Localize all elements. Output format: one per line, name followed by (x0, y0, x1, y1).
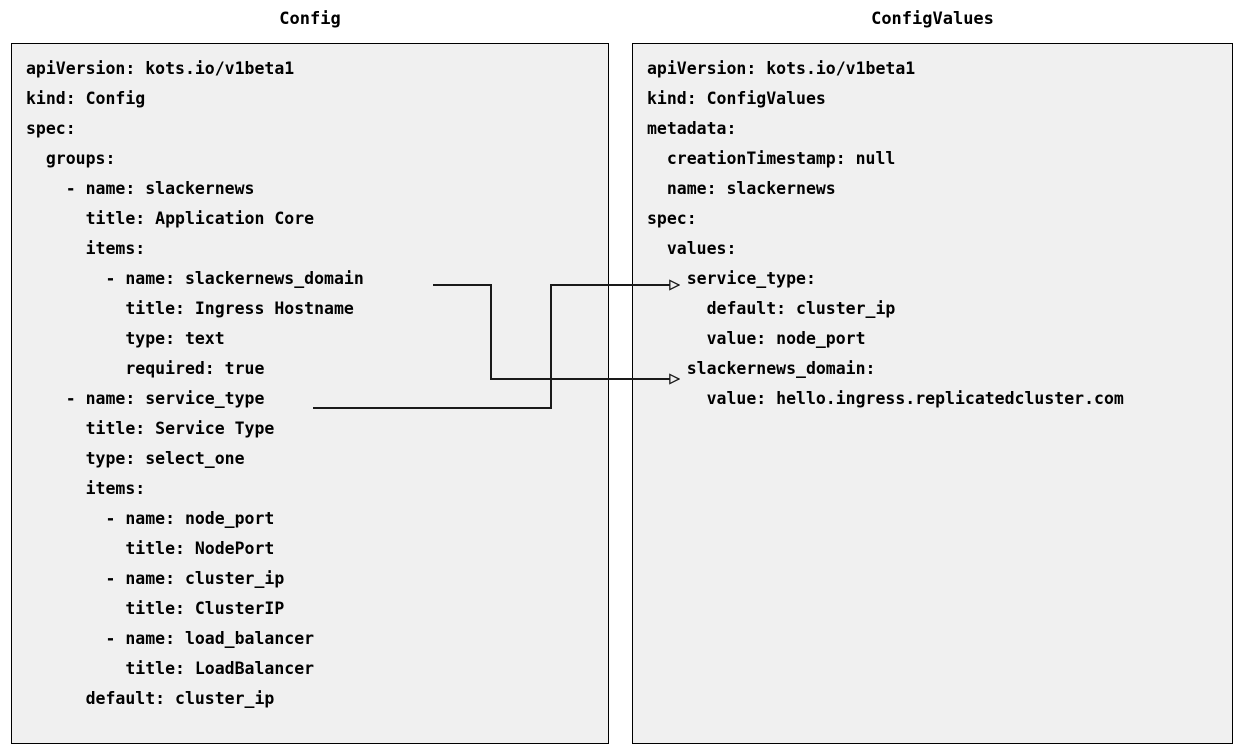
configvalues-panel-title: ConfigValues (871, 9, 994, 29)
config-yaml-line: items: (26, 479, 146, 498)
config-yaml-line: - name: cluster_ip (26, 569, 285, 588)
configvalues-yaml-line: values: (647, 239, 737, 258)
config-yaml-line: kind: Config (26, 89, 146, 108)
configvalues-yaml-line: value: node_port (647, 329, 866, 348)
configvalues-yaml-line: spec: (647, 209, 697, 228)
config-yaml-line: apiVersion: kots.io/v1beta1 (26, 59, 295, 78)
config-yaml-line: default: cluster_ip (26, 689, 275, 708)
configvalues-yaml-line: kind: ConfigValues (647, 89, 826, 108)
configvalues-yaml-line: value: hello.ingress.replicatedcluster.c… (647, 389, 1124, 408)
configvalues-yaml-panel: apiVersion: kots.io/v1beta1 kind: ConfigV… (632, 43, 1233, 744)
config-yaml-line: - name: service_type (26, 389, 265, 408)
config-yaml-line: title: Ingress Hostname (26, 299, 354, 318)
config-yaml-line: type: select_one (26, 449, 245, 468)
config-yaml-block: apiVersion: kots.io/v1beta1 kind: Config s… (12, 44, 364, 714)
config-yaml-line: - name: slackernews (26, 179, 255, 198)
config-yaml-panel: apiVersion: kots.io/v1beta1 kind: Config s… (11, 43, 609, 744)
config-yaml-line: title: Service Type (26, 419, 275, 438)
config-yaml-line: groups: (26, 149, 116, 168)
configvalues-yaml-block: apiVersion: kots.io/v1beta1 kind: ConfigV… (633, 44, 1124, 414)
config-yaml-line: - name: slackernews_domain (26, 269, 364, 288)
configvalues-yaml-line: default: cluster_ip (647, 299, 896, 318)
configvalues-yaml-line: metadata: (647, 119, 737, 138)
config-yaml-line: title: Application Core (26, 209, 315, 228)
config-yaml-line: required: true (26, 359, 265, 378)
configvalues-yaml-line: service_type: (647, 269, 816, 288)
config-yaml-line: title: LoadBalancer (26, 659, 315, 678)
config-yaml-line: - name: node_port (26, 509, 275, 528)
config-panel-title: Config (279, 9, 341, 29)
config-yaml-line: title: NodePort (26, 539, 275, 558)
configvalues-yaml-line: creationTimestamp: null (647, 149, 896, 168)
configvalues-yaml-line: name: slackernews (647, 179, 836, 198)
config-yaml-line: type: text (26, 329, 225, 348)
configvalues-yaml-line: apiVersion: kots.io/v1beta1 (647, 59, 916, 78)
config-yaml-line: - name: load_balancer (26, 629, 315, 648)
config-yaml-line: title: ClusterIP (26, 599, 285, 618)
config-yaml-line: items: (26, 239, 146, 258)
config-yaml-line: spec: (26, 119, 76, 138)
configvalues-yaml-line: slackernews_domain: (647, 359, 876, 378)
